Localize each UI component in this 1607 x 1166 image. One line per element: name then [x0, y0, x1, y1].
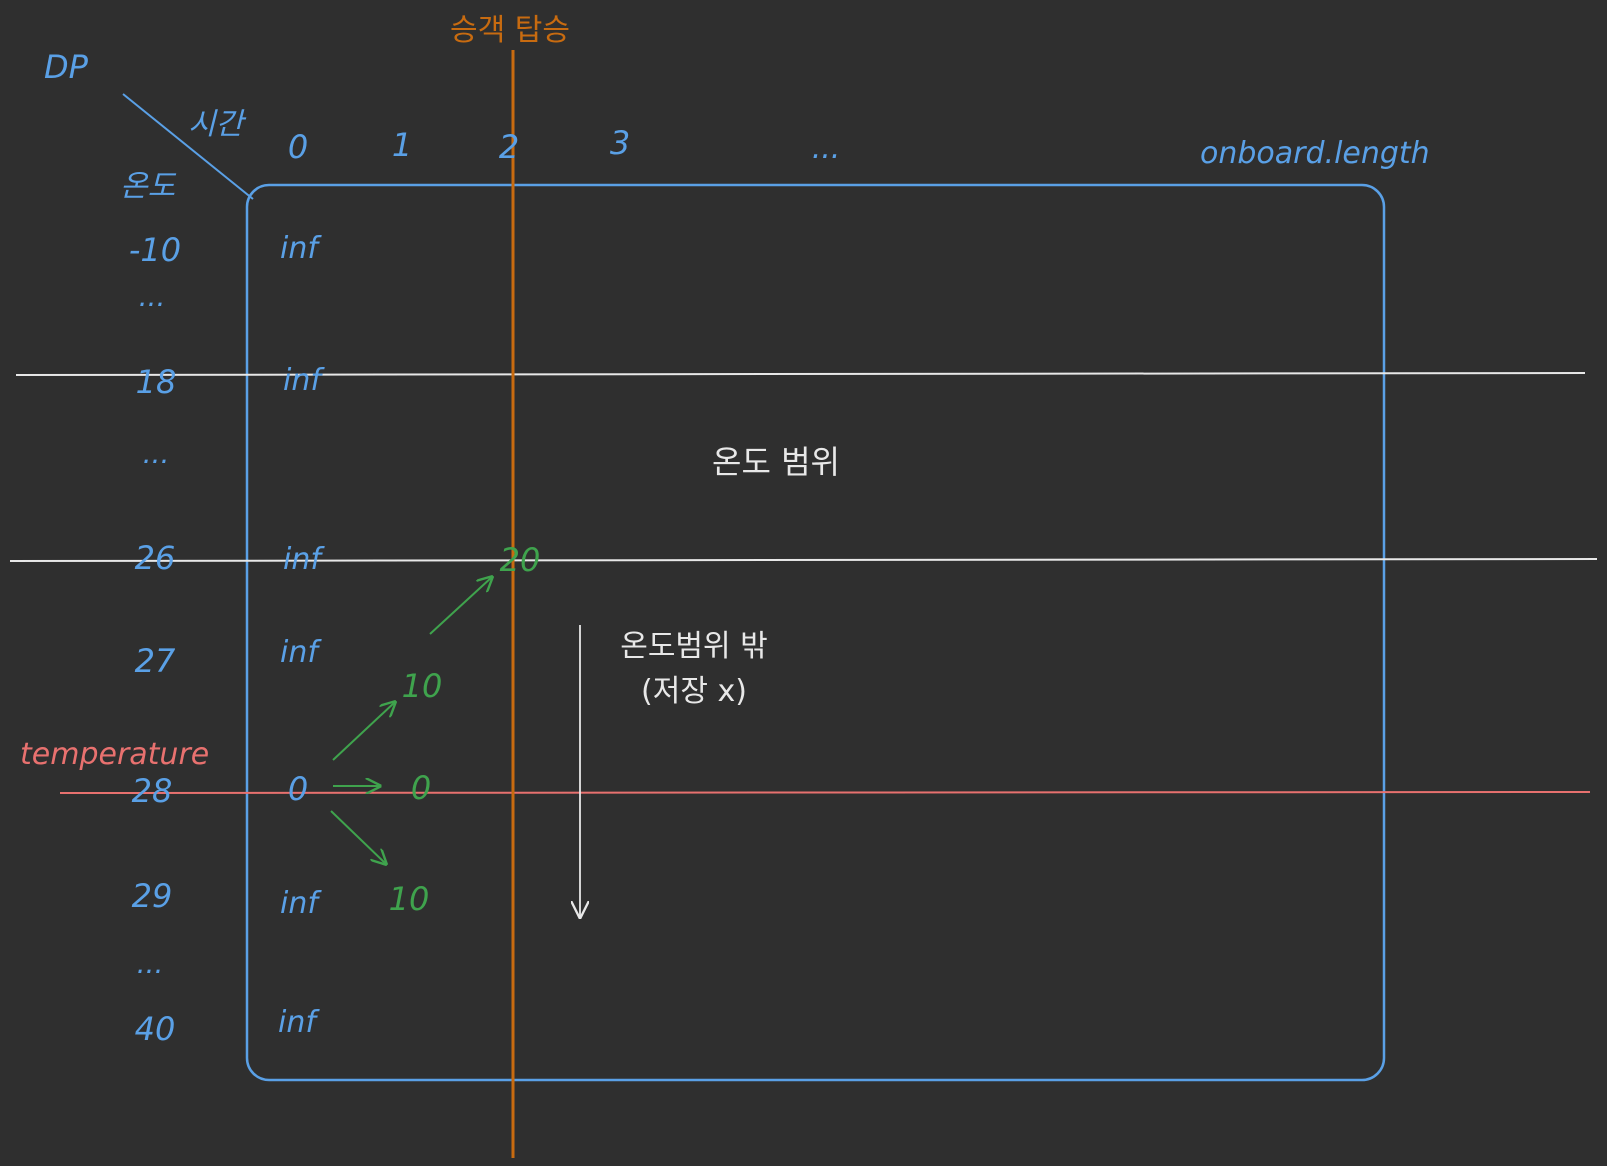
col-header-1: 1 [392, 126, 412, 164]
row-header-40: 40 [135, 1010, 176, 1048]
cell-inf-27: inf [280, 635, 322, 670]
cell-inf-29: inf [280, 886, 322, 921]
col-header-ellipsis: ... [812, 131, 841, 166]
arrow-27-to-26 [429, 577, 492, 635]
col-header-0: 0 [288, 128, 308, 166]
range-lower-line [9, 558, 1598, 562]
row-header-28: 28 [132, 772, 173, 810]
row-header-26: 26 [135, 539, 176, 577]
time-label: 시간 [188, 107, 247, 142]
cell-27-t1: 10 [402, 667, 443, 705]
cell-28-t1: 0 [411, 769, 431, 807]
cell-inf-40: inf [278, 1005, 320, 1040]
arrow-28-to-29 [330, 810, 386, 864]
dp-table-box [245, 183, 1386, 1082]
temperature-line [59, 791, 1591, 794]
range-upper-line [15, 372, 1586, 376]
row-header--10: -10 [129, 231, 181, 269]
row-header-29: 29 [132, 877, 173, 915]
cell-inf-18: inf [283, 363, 325, 398]
row-header-ellipsis-2: ... [143, 437, 170, 470]
row-header-ellipsis-3: ... [137, 947, 164, 980]
arrow-28-to-27 [332, 702, 395, 761]
out-of-range-label: 온도범위 밖 [620, 629, 768, 664]
onboard-length-label: onboard.length [1200, 136, 1430, 171]
cell-inf-26: inf [283, 542, 325, 577]
col-header-3: 3 [610, 124, 630, 162]
cell-29-t1: 10 [389, 880, 430, 918]
no-store-label: (저장 x) [641, 674, 747, 709]
row-header-27: 27 [135, 642, 176, 680]
cell-zero-28: 0 [288, 770, 308, 808]
dp-label: DP [44, 48, 89, 86]
temp-axis-label: 온도 [120, 169, 177, 204]
boarding-label: 승객 탑승 [450, 13, 570, 48]
cell-inf-minus10: inf [280, 231, 322, 266]
temperature-label: temperature [20, 737, 209, 772]
row-header-ellipsis-1: ... [139, 280, 166, 313]
row-header-18: 18 [136, 363, 177, 401]
col-header-2: 2 [499, 128, 519, 166]
header-diagonal-line [122, 93, 254, 200]
temp-range-label: 온도 범위 [712, 443, 840, 481]
cell-26-t2: 20 [500, 541, 541, 579]
